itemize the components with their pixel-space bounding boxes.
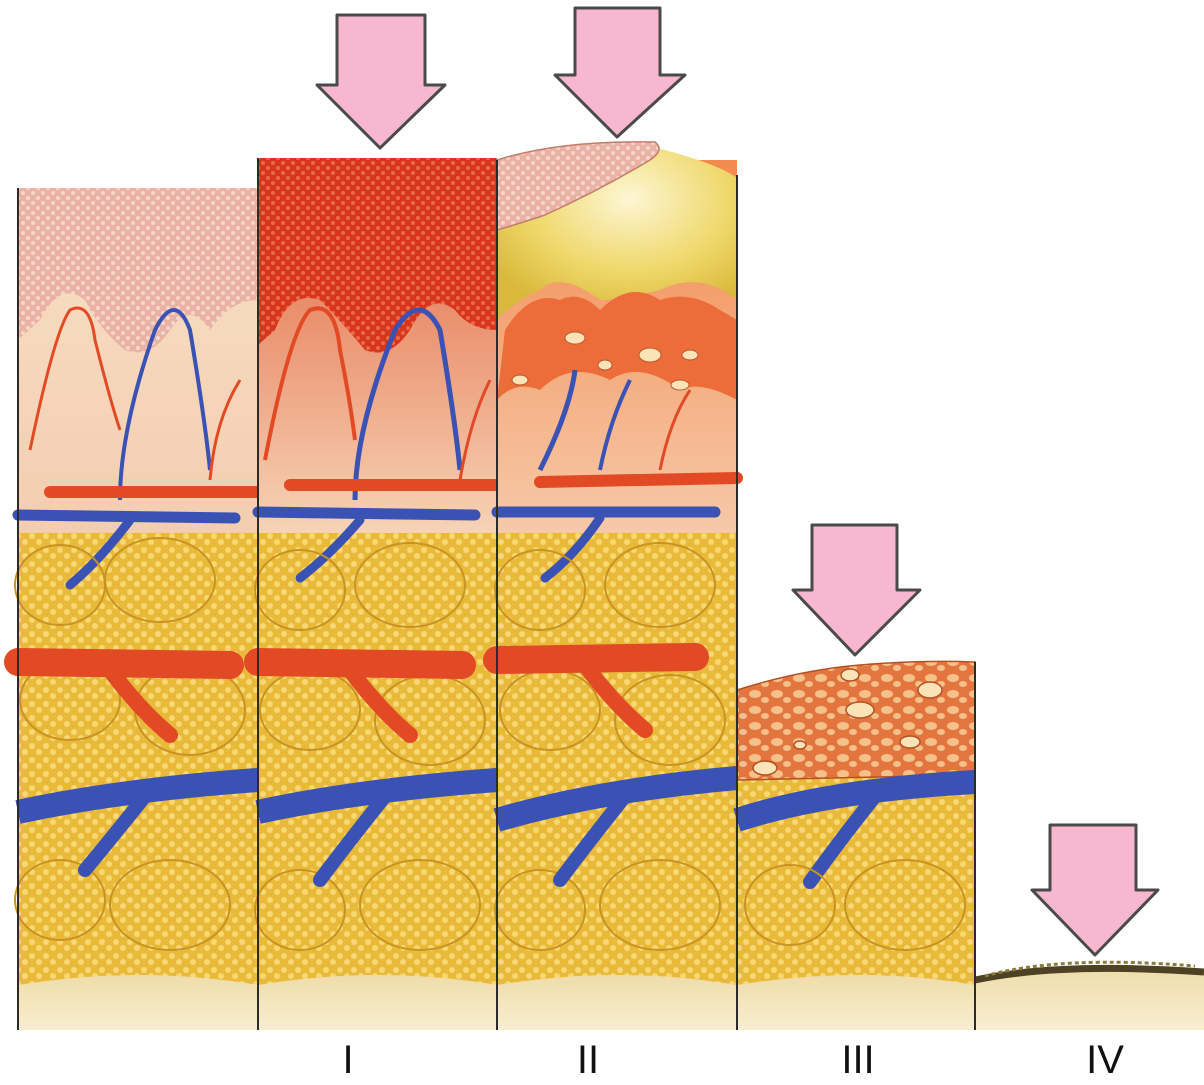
stage-label-4: IV	[1086, 1040, 1124, 1080]
pressure-arrow-stage-3	[793, 525, 920, 655]
stage-4-column	[975, 962, 1204, 1030]
normal-skin-column	[15, 188, 258, 1030]
stage-label-3: III	[841, 1040, 874, 1080]
pressure-arrow-stage-1	[317, 15, 445, 148]
stage-2-column	[495, 142, 737, 1030]
pressure-arrow-stage-2	[555, 8, 685, 137]
stage-label-2: II	[577, 1040, 599, 1080]
stage-label-1: I	[342, 1040, 353, 1080]
pressure-arrow-stage-4	[1032, 825, 1158, 955]
stage-3-column	[737, 661, 975, 1030]
stage-1-column	[255, 158, 497, 1030]
